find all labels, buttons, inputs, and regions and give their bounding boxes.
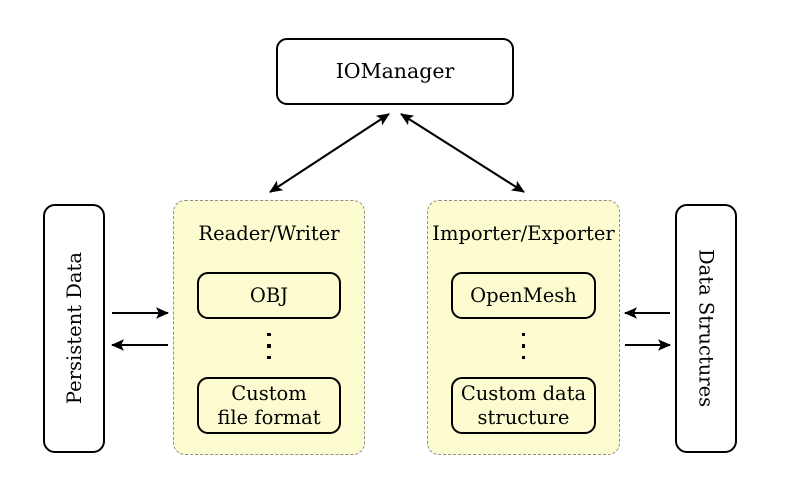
node-persistent-data-label: Persistent Data (62, 252, 86, 405)
node-openmesh-label: OpenMesh (470, 283, 577, 307)
node-custom-data-structure-label-line1: Custom data (460, 382, 587, 406)
node-custom-file-format-label-line2: file format (217, 405, 321, 429)
node-persistent-data[interactable]: Persistent Data (43, 204, 105, 453)
node-custom-data-structure-label-line2: structure (477, 405, 570, 429)
ellipsis-icon-importer-exporter (428, 333, 619, 360)
panel-reader-writer-title: Reader/Writer (198, 222, 340, 245)
node-iomanager-label: IOManager (335, 59, 455, 84)
node-obj-label: OBJ (249, 283, 289, 307)
panel-reader-writer: Reader/Writer OBJ Custom file format (173, 200, 365, 455)
node-data-structures-label: Data Structures (694, 249, 718, 408)
node-data-structures[interactable]: Data Structures (675, 204, 737, 453)
arrow-manager-to-importerexporter (400, 113, 525, 193)
arrow-manager-to-readerwriter (269, 113, 390, 193)
node-openmesh[interactable]: OpenMesh (451, 272, 596, 319)
panel-importer-exporter: Importer/Exporter OpenMesh Custom data s… (427, 200, 620, 455)
node-custom-file-format-label-line1: Custom (231, 382, 307, 406)
node-custom-file-format[interactable]: Custom file format (197, 377, 341, 434)
node-iomanager[interactable]: IOManager (276, 38, 514, 105)
node-custom-data-structure[interactable]: Custom data structure (451, 377, 596, 434)
panel-importer-exporter-title: Importer/Exporter (432, 222, 615, 245)
ellipsis-icon-reader-writer (174, 333, 364, 360)
node-obj[interactable]: OBJ (197, 272, 341, 319)
